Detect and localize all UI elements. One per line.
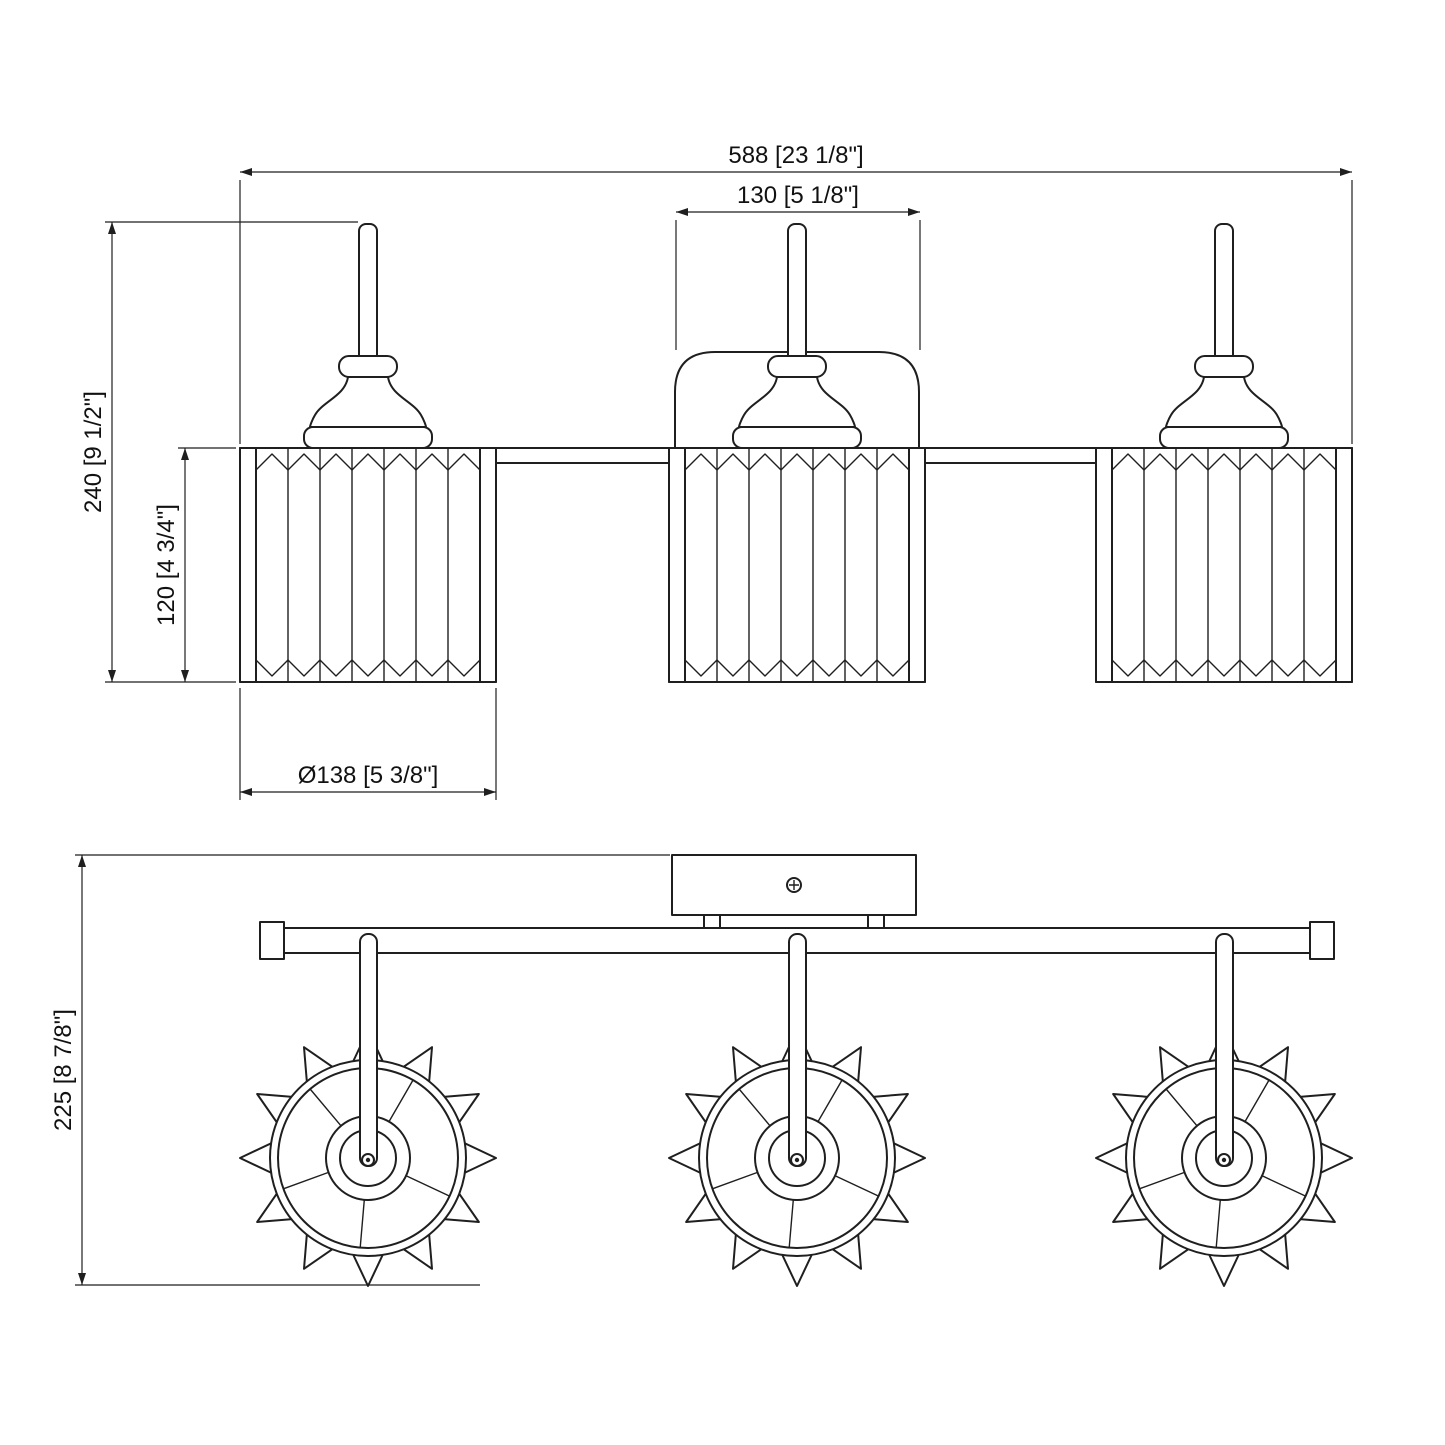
dim-label-fixture-height: 240 [9 1/2"] xyxy=(80,391,107,513)
dim-label-shade-diameter: Ø138 [5 3/8"] xyxy=(298,762,439,789)
dimension-shade-height: 120 [4 3/4"] xyxy=(153,447,236,682)
dimension-overall-width: 588 [23 1/8"] xyxy=(239,142,1353,444)
lamp-unit-front-right xyxy=(1095,223,1353,683)
extension-lines xyxy=(239,688,497,800)
canopy-screw xyxy=(786,877,802,893)
lamp-unit-front-center xyxy=(668,223,926,683)
dim-label-fixture-depth: 225 [8 7/8"] xyxy=(50,1009,77,1131)
dimension-shade-diameter: Ø138 [5 3/8"] xyxy=(239,688,497,800)
dim-label-backplate-width: 130 [5 1/8"] xyxy=(737,182,859,209)
lamp-stems-plan xyxy=(359,933,1234,1167)
front-elevation-view: 588 [23 1/8"] 130 [5 1/8"] 240 [9 1/2"] … xyxy=(80,142,1353,800)
bar-end-cap-right xyxy=(1309,921,1335,960)
lamp-unit-front-left xyxy=(239,223,497,683)
bar-end-cap-left xyxy=(259,921,285,960)
extension-lines xyxy=(105,221,358,683)
canopy-tab-left xyxy=(703,914,721,930)
extension-lines xyxy=(675,220,921,350)
extension-lines xyxy=(75,854,670,1286)
dimension-backplate-width: 130 [5 1/8"] xyxy=(675,182,921,350)
dim-label-shade-height: 120 [4 3/4"] xyxy=(153,504,180,626)
plan-view: 225 [8 7/8"] xyxy=(50,854,1352,1286)
canopy-tab-right xyxy=(867,914,885,930)
dimension-fixture-height: 240 [9 1/2"] xyxy=(80,221,358,683)
dim-label-overall-width: 588 [23 1/8"] xyxy=(728,142,863,169)
dimension-fixture-depth: 225 [8 7/8"] xyxy=(50,854,670,1286)
extension-lines xyxy=(239,180,1353,444)
